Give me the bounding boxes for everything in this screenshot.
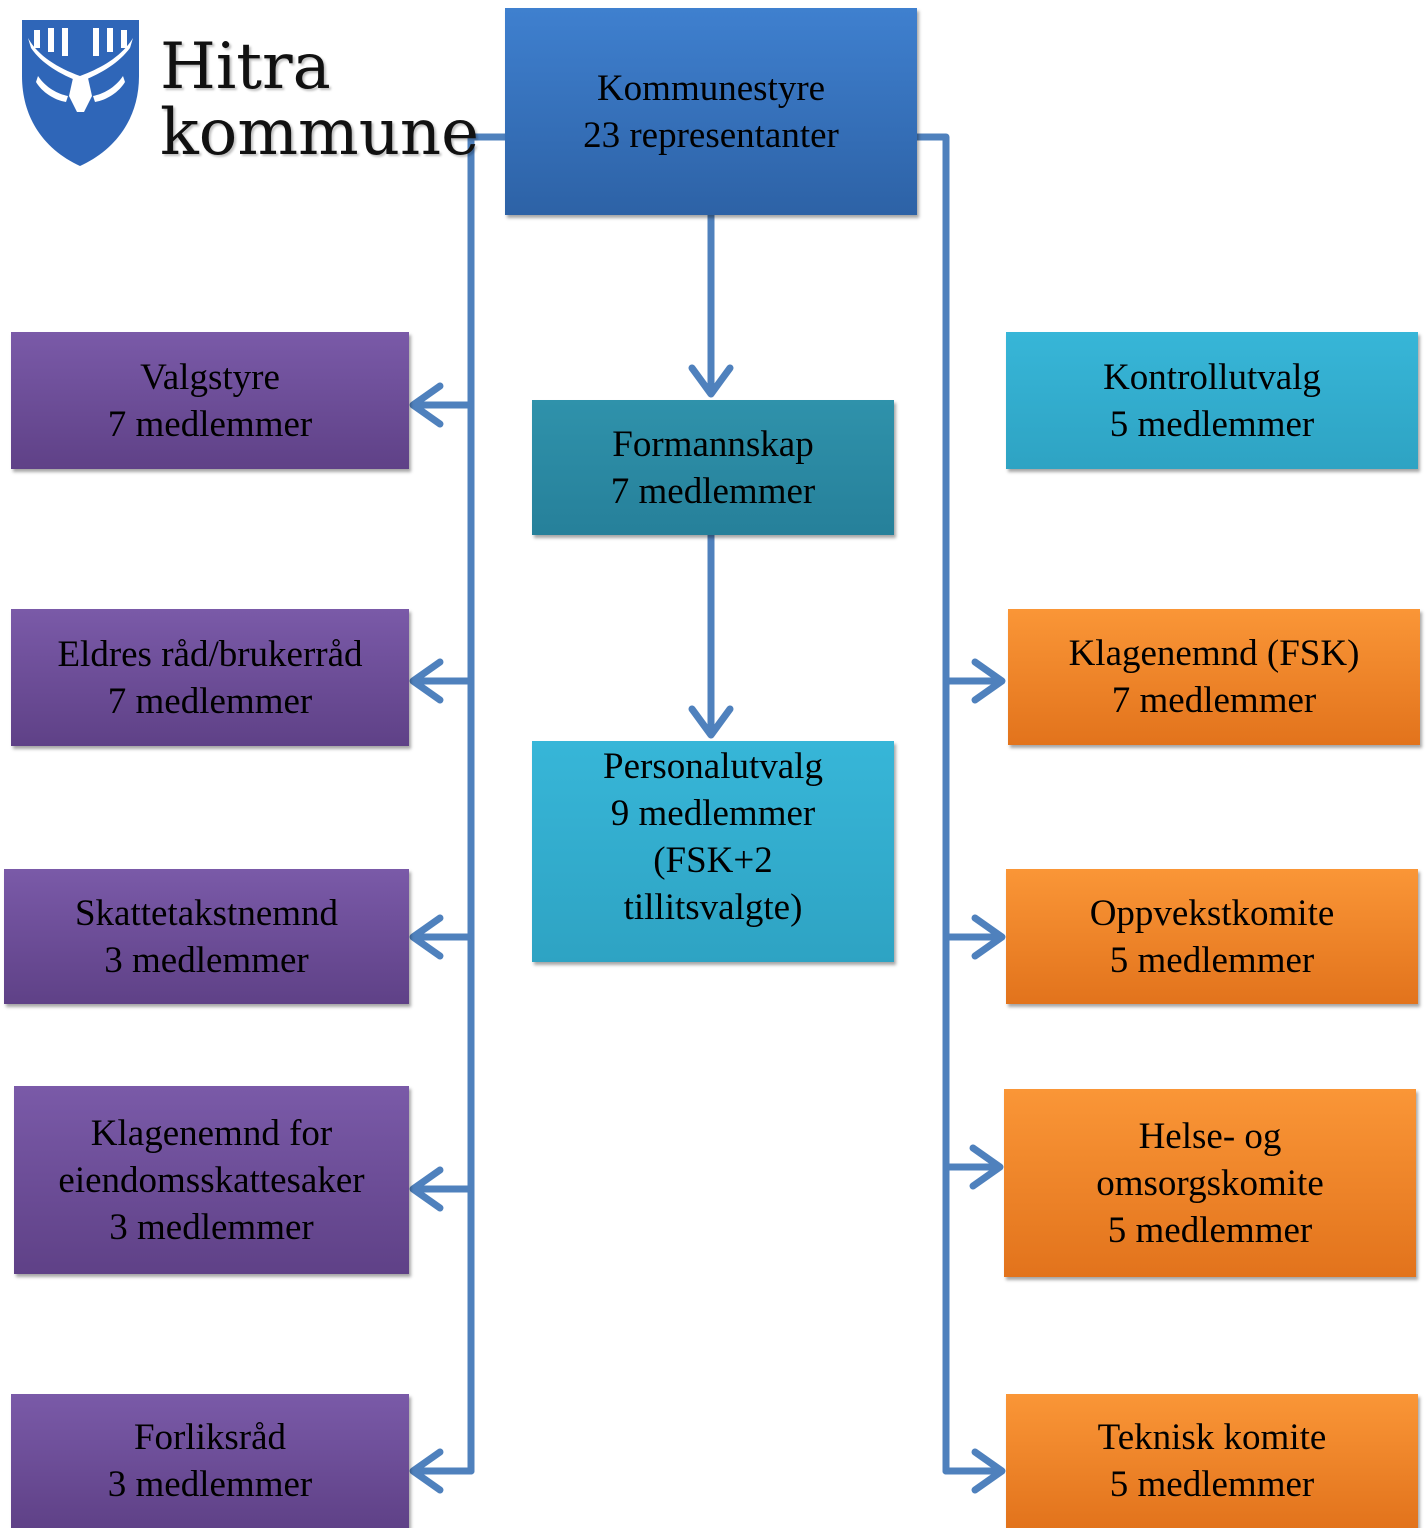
box-members: 5 medlemmer <box>1109 1464 1315 1505</box>
logo-line1: Hitra <box>160 30 331 104</box>
box-klagenemnd-eiendomsskatt: Klagenemnd for eiendomsskattesaker 3 med… <box>14 1086 409 1274</box>
box-members: 3 medlemmer <box>109 1206 314 1248</box>
hitra-logo: Hitra kommune <box>12 12 479 182</box>
box-members: 3 medlemmer <box>104 939 309 981</box>
arrowhead-left-5 <box>409 1448 444 1494</box>
box-members: 5 medlemmer <box>1109 939 1315 981</box>
arrowhead-right-4 <box>969 1144 1004 1190</box>
box-kommunestyre: Kommunestyre 23 representanter <box>505 8 917 215</box>
box-title: Klagenemnd (FSK) <box>1068 633 1360 674</box>
box-valgstyre: Valgstyre 7 medlemmer <box>11 332 409 469</box>
arrowhead-left-3 <box>409 914 444 960</box>
box-formannskap: Formannskap 7 medlemmer <box>532 400 894 535</box>
box-personalutvalg: Personalutvalg 9 medlemmer (FSK+2 tillit… <box>532 741 894 962</box>
box-members: 5 medlemmer <box>1109 403 1315 445</box>
box-members: 7 medlemmer <box>107 680 313 722</box>
arrowhead-center-2 <box>688 705 734 739</box>
arrowhead-left-1 <box>409 382 444 428</box>
box-helse-omsorgskomite: Helse- og omsorgskomite 5 medlemmer <box>1004 1089 1416 1277</box>
box-members: 5 medlemmer <box>1107 1209 1313 1251</box>
arrowhead-center-1 <box>688 364 734 398</box>
box-title: Kontrollutvalg <box>1103 356 1321 398</box>
arrowhead-left-2 <box>409 658 444 704</box>
box-forliksrad: Forliksråd 3 medlemmer <box>11 1394 409 1528</box>
box-title: Kommunestyre <box>596 67 826 109</box>
box-title: omsorgskomite <box>1096 1162 1324 1204</box>
box-oppvekstkomite: Oppvekstkomite 5 medlemmer <box>1006 869 1418 1004</box>
box-kontrollutvalg: Kontrollutvalg 5 medlemmer <box>1006 332 1418 469</box>
box-title: Teknisk komite <box>1097 1417 1327 1458</box>
box-members: 7 medlemmer <box>610 470 816 512</box>
box-teknisk-komite: Teknisk komite 5 medlemmer <box>1006 1394 1418 1528</box>
box-title: Forliksråd <box>133 1417 287 1458</box>
box-title: Personalutvalg <box>603 745 823 787</box>
box-title: eiendomsskattesaker <box>58 1159 365 1201</box>
box-members: 7 medlemmer <box>1111 680 1317 721</box>
arrowhead-right-5 <box>971 1448 1006 1494</box>
box-title: Formannskap <box>612 423 814 465</box>
box-title: Oppvekstkomite <box>1089 892 1335 934</box>
box-note: tillitsvalgte) <box>623 886 803 928</box>
box-note: (FSK+2 <box>653 839 773 881</box>
box-members: 9 medlemmer <box>610 792 816 834</box>
box-members: 7 medlemmer <box>107 403 313 445</box>
box-title: Eldres råd/brukerråd <box>57 633 363 675</box>
box-eldres-rad: Eldres råd/brukerråd 7 medlemmer <box>11 609 409 746</box>
logo-line2: kommune <box>160 96 479 170</box>
arrowhead-left-4 <box>409 1166 444 1212</box>
left-trunk-line <box>467 133 509 1475</box>
box-members: 23 representanter <box>583 114 839 156</box>
box-title: Valgstyre <box>140 356 280 398</box>
right-trunk-line <box>913 133 950 1475</box>
arrowhead-right-2 <box>971 658 1006 704</box>
box-title: Helse- og <box>1138 1115 1282 1157</box>
box-title: Skattetakstnemnd <box>74 892 339 934</box>
moose-antler-crest-icon <box>22 20 139 166</box>
arrowhead-right-3 <box>971 914 1006 960</box>
box-klagenemnd-fsk: Klagenemnd (FSK) 7 medlemmer <box>1008 609 1420 745</box>
logo-wordmark: Hitra kommune <box>160 34 479 166</box>
box-title: Klagenemnd for <box>90 1112 333 1154</box>
box-members: 3 medlemmer <box>107 1464 313 1505</box>
box-skattetakstnemnd: Skattetakstnemnd 3 medlemmer <box>4 869 409 1004</box>
